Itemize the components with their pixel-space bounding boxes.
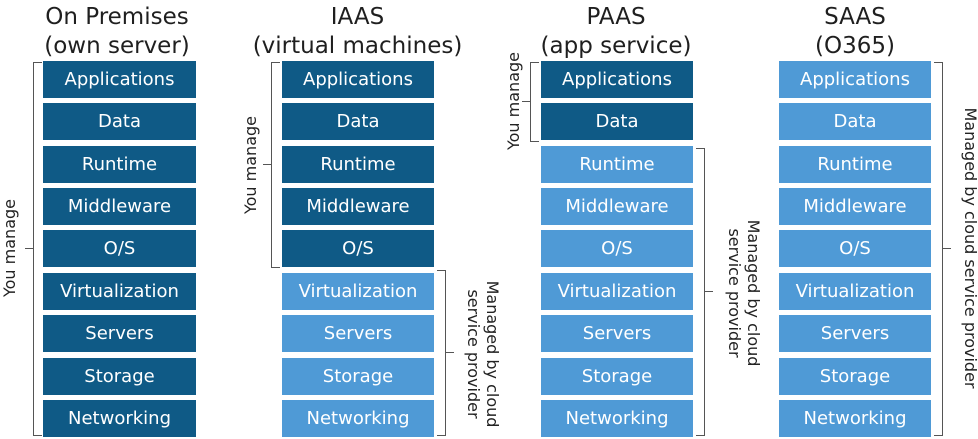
layer-os: O/S xyxy=(779,230,931,267)
layer-applications: Applications xyxy=(541,61,693,98)
layer-networking: Networking xyxy=(779,400,931,437)
layer-storage: Storage xyxy=(541,358,693,395)
bracket-tick xyxy=(943,248,951,249)
layer-virtualization: Virtualization xyxy=(282,273,434,310)
bracket-tick xyxy=(705,291,713,292)
layer-storage: Storage xyxy=(282,358,434,395)
layer-networking: Networking xyxy=(43,400,196,437)
you-manage-bracket xyxy=(33,62,42,436)
you-manage-bracket xyxy=(271,62,280,268)
layer-applications: Applications xyxy=(282,61,434,98)
layer-data: Data xyxy=(282,103,434,140)
layer-virtualization: Virtualization xyxy=(43,273,196,310)
layer-middleware: Middleware xyxy=(541,188,693,225)
layer-virtualization: Virtualization xyxy=(779,273,931,310)
you-manage-label: You manage xyxy=(504,52,523,150)
layer-servers: Servers xyxy=(282,315,434,352)
bracket-tick xyxy=(25,248,33,249)
layer-applications: Applications xyxy=(779,61,931,98)
layer-middleware: Middleware xyxy=(282,188,434,225)
provider-label: Managed by cloud service provider xyxy=(725,219,763,367)
bracket-tick xyxy=(263,164,271,165)
layer-os: O/S xyxy=(43,230,196,267)
layer-servers: Servers xyxy=(43,315,196,352)
layer-virtualization: Virtualization xyxy=(541,273,693,310)
layer-runtime: Runtime xyxy=(541,146,693,183)
column-title-paas: PAAS (app service) xyxy=(540,4,692,59)
layer-networking: Networking xyxy=(282,400,434,437)
you-manage-label: You manage xyxy=(241,116,260,214)
layer-os: O/S xyxy=(541,230,693,267)
layer-runtime: Runtime xyxy=(779,146,931,183)
layer-runtime: Runtime xyxy=(282,146,434,183)
layer-storage: Storage xyxy=(779,358,931,395)
bracket-tick xyxy=(522,101,530,102)
provider-label: Managed by cloud service provider xyxy=(961,107,978,389)
you-manage-bracket xyxy=(530,62,539,142)
column-title-saas: SAAS (O365) xyxy=(815,4,895,59)
provider-bracket xyxy=(934,62,943,436)
layer-middleware: Middleware xyxy=(779,188,931,225)
provider-bracket xyxy=(696,148,705,436)
layer-os: O/S xyxy=(282,230,434,267)
layer-servers: Servers xyxy=(541,315,693,352)
column-title-iaas: IAAS (virtual machines) xyxy=(252,4,463,59)
layer-runtime: Runtime xyxy=(43,146,196,183)
layer-networking: Networking xyxy=(541,400,693,437)
layer-data: Data xyxy=(779,103,931,140)
provider-bracket xyxy=(437,270,446,436)
layer-servers: Servers xyxy=(779,315,931,352)
layer-data: Data xyxy=(541,103,693,140)
layer-applications: Applications xyxy=(43,61,196,98)
bracket-tick xyxy=(446,352,454,353)
layer-middleware: Middleware xyxy=(43,188,196,225)
provider-label: Managed by cloud service provider xyxy=(464,280,502,428)
layer-data: Data xyxy=(43,103,196,140)
you-manage-label: You manage xyxy=(0,199,19,297)
layer-storage: Storage xyxy=(43,358,196,395)
column-title-on-premises: On Premises (own server) xyxy=(44,4,190,59)
